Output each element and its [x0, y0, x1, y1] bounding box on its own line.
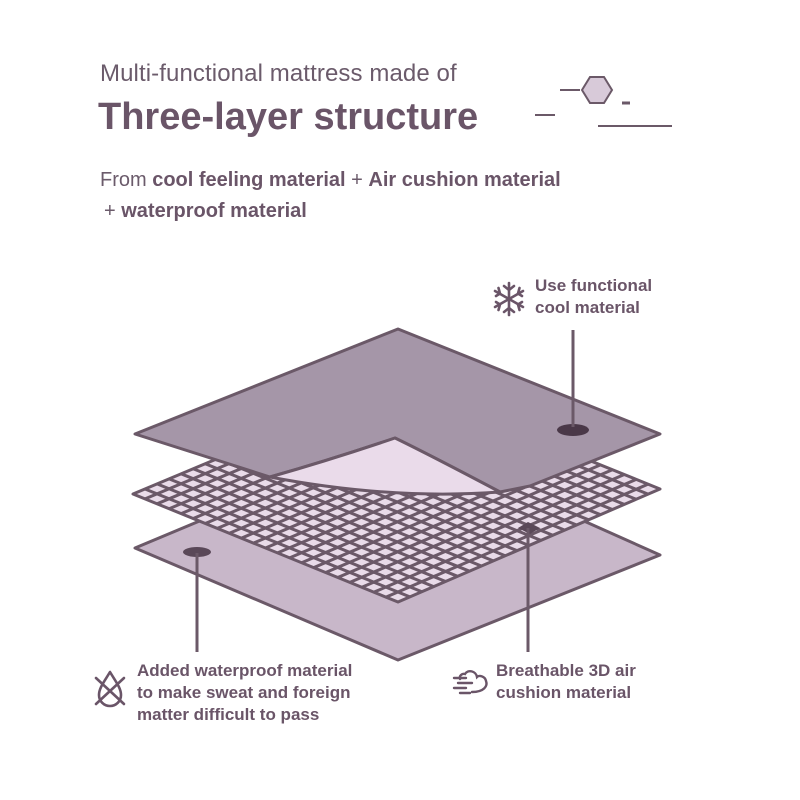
peeled-corner — [268, 436, 502, 496]
cool-callout-line1: Use functional — [535, 276, 653, 295]
air-callout-line1: Breathable 3D air — [496, 661, 636, 680]
grid-line — [361, 473, 625, 589]
material-air: Air cushion material — [368, 169, 561, 191]
header-title: Three-layer structure — [98, 96, 479, 138]
waterproof-material-callout: Added waterproof material to make sweat … — [137, 660, 352, 726]
waterproof-callout-line3: matter difficult to pass — [137, 705, 320, 724]
waterproof-callout-line2: to make sweat and foreign — [137, 683, 351, 702]
top-layer-marker — [557, 424, 589, 436]
header-subtitle: Multi-functional mattress made of — [100, 60, 457, 87]
water-drop-icon — [94, 670, 126, 708]
snowflake-icon — [493, 281, 525, 317]
grid-line — [349, 468, 613, 584]
grid-line — [373, 477, 637, 594]
cool-callout-line2: cool material — [535, 298, 640, 317]
grid-line — [337, 463, 602, 579]
materials-line2: + waterproof material — [100, 196, 660, 227]
grid-line — [385, 482, 649, 599]
materials-prefix: From — [100, 169, 153, 191]
materials-plus: + — [345, 169, 369, 191]
air-cushion-callout: Breathable 3D air cushion material — [496, 660, 636, 704]
hexagon-decoration — [535, 76, 672, 127]
airflow-icon — [452, 669, 488, 695]
waterproof-callout-line1: Added waterproof material — [137, 661, 353, 680]
bottom-layer-marker — [183, 547, 211, 557]
material-cool: cool feeling material — [152, 169, 346, 191]
materials-plus: + — [104, 200, 122, 222]
material-waterproof: waterproof material — [121, 200, 307, 222]
cool-material-callout: Use functional cool material — [535, 275, 652, 319]
materials-list: From cool feeling material + Air cushion… — [100, 165, 660, 227]
top-cool-layer — [133, 327, 662, 496]
air-callout-line2: cushion material — [496, 683, 632, 702]
